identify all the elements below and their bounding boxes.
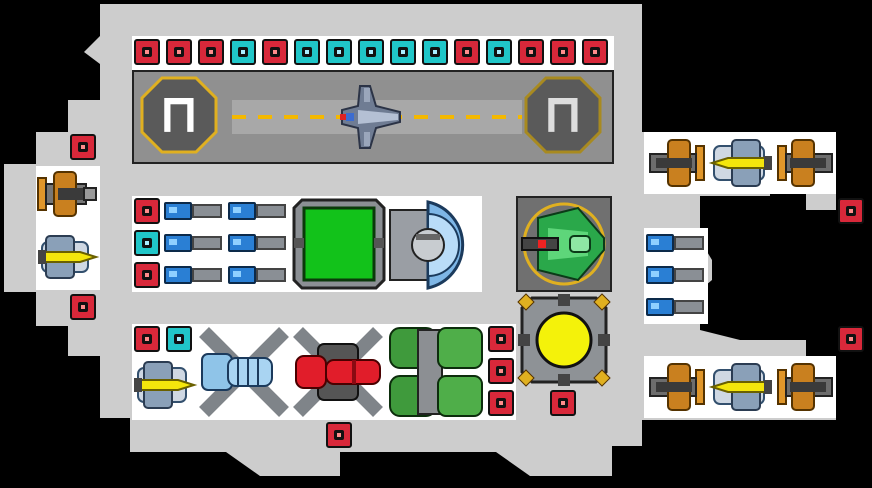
power-cell-icon[interactable] <box>454 39 480 65</box>
shield-generator-icon <box>292 198 386 290</box>
right-cannon-3[interactable] <box>646 360 708 414</box>
power-cell-icon[interactable] <box>358 39 384 65</box>
hangar-pad-icon <box>524 76 602 154</box>
power-cell-icon[interactable] <box>134 198 160 224</box>
power-cell-icon[interactable] <box>486 39 512 65</box>
power-cell-icon[interactable] <box>838 198 864 224</box>
turret-cannon-icon <box>37 171 97 217</box>
right-thruster-1[interactable] <box>708 136 774 190</box>
power-cell-icon[interactable] <box>488 326 514 352</box>
fuel-tank-icon[interactable] <box>228 200 288 222</box>
laser-engine-icon <box>293 327 383 417</box>
power-cell-icon[interactable] <box>582 39 608 65</box>
power-cell-icon[interactable] <box>488 358 514 384</box>
power-cell-icon[interactable] <box>488 390 514 416</box>
lower-thruster[interactable] <box>132 358 198 412</box>
power-cell-icon[interactable] <box>198 39 224 65</box>
power-cell-icon[interactable] <box>326 422 352 448</box>
power-cell-icon[interactable] <box>550 39 576 65</box>
fuel-tank-icon <box>389 327 483 417</box>
power-cell-icon[interactable] <box>294 39 320 65</box>
power-cell-icon[interactable] <box>134 39 160 65</box>
fuel-tank-icon[interactable] <box>646 232 706 254</box>
fuel-tank-icon[interactable] <box>228 232 288 254</box>
ion-engine[interactable] <box>198 326 290 418</box>
power-cell-icon[interactable] <box>262 39 288 65</box>
right-thruster-2[interactable] <box>708 360 774 414</box>
hangar-pad-right[interactable]: ⊓ <box>524 76 602 154</box>
turret-cannon-icon <box>777 139 833 187</box>
engine-thruster-icon <box>708 139 772 187</box>
reactor-core[interactable] <box>516 292 612 388</box>
power-cell-icon[interactable] <box>390 39 416 65</box>
sensor-dome-icon <box>389 200 465 290</box>
fuel-tank-icon[interactable] <box>164 264 224 286</box>
fuel-tank-icon[interactable] <box>646 296 706 318</box>
power-cell-icon[interactable] <box>230 39 256 65</box>
right-cannon-1[interactable] <box>646 136 708 190</box>
turret-cannon-icon <box>649 139 705 187</box>
power-cell-icon[interactable] <box>166 326 192 352</box>
turret-cannon-icon <box>777 363 833 411</box>
power-cell-icon[interactable] <box>70 134 96 160</box>
right-cannon-2[interactable] <box>774 136 836 190</box>
power-cell-icon[interactable] <box>326 39 352 65</box>
engine-thruster-icon <box>38 235 100 279</box>
hangar-pad-icon <box>140 76 218 154</box>
fuel-tank-icon[interactable] <box>228 264 288 286</box>
fuel-tank-icon[interactable] <box>646 264 706 286</box>
shield-generator[interactable] <box>292 198 386 290</box>
docked-fighter[interactable] <box>336 84 406 150</box>
fuel-tank-icon[interactable] <box>164 232 224 254</box>
sensor-dome[interactable] <box>388 200 480 290</box>
laser-engine[interactable] <box>292 326 384 418</box>
power-cell-icon[interactable] <box>134 230 160 256</box>
fighter-ship-icon <box>340 85 401 149</box>
hangar-pad-left[interactable]: ⊓ <box>140 76 218 154</box>
left-thruster[interactable] <box>36 232 100 282</box>
turret-cannon-icon <box>649 363 705 411</box>
power-cell-icon[interactable] <box>166 39 192 65</box>
hangar-sign-left: ⊓ <box>162 82 196 145</box>
power-cell-icon[interactable] <box>134 262 160 288</box>
ion-engine-icon <box>199 327 289 417</box>
reactor-core-icon <box>517 293 611 387</box>
left-cannon[interactable] <box>36 168 100 220</box>
power-cell-icon[interactable] <box>422 39 448 65</box>
cargo-pods[interactable] <box>388 324 484 420</box>
main-turret[interactable] <box>518 198 610 290</box>
right-cannon-4[interactable] <box>774 360 836 414</box>
fuel-tank-icon[interactable] <box>164 200 224 222</box>
turret-cannon-icon <box>521 202 606 286</box>
power-cell-icon[interactable] <box>134 326 160 352</box>
hangar-sign-right: ⊓ <box>546 82 580 145</box>
engine-thruster-icon <box>134 361 198 409</box>
power-cell-icon[interactable] <box>70 294 96 320</box>
power-cell-icon[interactable] <box>838 326 864 352</box>
power-cell-icon[interactable] <box>518 39 544 65</box>
power-cell-icon[interactable] <box>550 390 576 416</box>
engine-thruster-icon <box>708 363 772 411</box>
